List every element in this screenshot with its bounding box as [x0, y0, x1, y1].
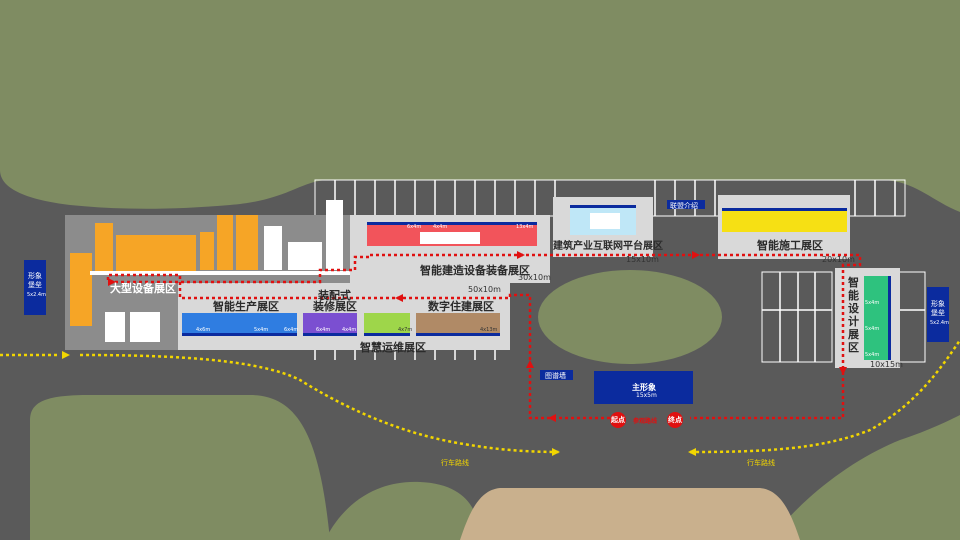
smart-design-label: 智能设计展区: [848, 276, 859, 354]
booth-size-sc-a: 6x4m: [407, 224, 422, 230]
sc-booth-band: [367, 222, 537, 225]
smart-ops-label: 智慧运维展区: [360, 341, 426, 354]
scn-booth-band: [722, 208, 847, 211]
image-fort-right-size: 5x2.4m: [930, 320, 949, 326]
booth-size-sd-b: 5x4m: [865, 326, 880, 332]
image-fort-left-label: 形象 堡垒: [28, 272, 42, 289]
booth-size-pf-b: 4x4m: [342, 327, 357, 333]
image-fort-right-block: [927, 287, 949, 342]
divider-strip: [90, 271, 350, 275]
route-end-label: 终点: [668, 416, 682, 424]
center-grass: [538, 270, 722, 364]
dh-booth-tan-band: [416, 333, 500, 336]
sd-booth-band: [888, 276, 891, 360]
booth-size-sp-b: 5x4m: [254, 327, 269, 333]
scn-booth: [722, 208, 847, 232]
dh-booth-tan: [416, 313, 500, 335]
ip-booth-white: [590, 213, 620, 229]
main-image-label: 主形象: [632, 383, 656, 392]
pf-booth: [303, 313, 357, 335]
smart-construction-equipment-size: 30x10m: [518, 273, 551, 282]
route-start-dot: [610, 412, 626, 428]
booth-size-dh-a: 4x7m: [398, 327, 413, 333]
drive-arrows: [62, 351, 696, 456]
booth-size-sp-a: 4x6m: [196, 327, 211, 333]
digital-housing-size: 50x10m: [468, 285, 501, 294]
prefab-label-line1: 装配式: [318, 289, 351, 302]
route-arrows: [108, 251, 847, 422]
booth-size-sd-a: 5x4m: [865, 300, 880, 306]
large-equipment-white-blocks: [105, 200, 343, 342]
drive-route-right: [689, 339, 960, 454]
poster-wall-label: 图谱墙: [545, 372, 566, 380]
north-grass: [0, 0, 960, 212]
smart-construction-size: 20x10m: [822, 255, 855, 264]
dh-booth-green: [364, 313, 410, 335]
internet-platform-label: 建筑产业互联网平台展区: [553, 241, 663, 252]
booth-size-sc-c: 13x4m: [516, 224, 534, 230]
south-grass: [325, 481, 480, 540]
booth-size-dh-b: 4x13m: [480, 327, 498, 333]
digital-housing-label: 数字住建展区: [428, 300, 494, 313]
sd-booth: [864, 276, 890, 360]
poster-wall-block: [540, 370, 573, 380]
smart-production-label: 智能生产展区: [213, 300, 279, 313]
booth-size-sp-c: 6x4m: [284, 327, 299, 333]
visit-route: [106, 253, 862, 420]
drive-route-left: [0, 353, 561, 454]
image-fort-left-block: [24, 260, 46, 315]
route-name-label: 参观路线: [633, 418, 658, 425]
route-end-dot: [667, 412, 683, 428]
image-fort-right-label: 形象 堡垒: [931, 300, 945, 317]
main-image-block: [594, 371, 693, 404]
intro-block: [667, 200, 705, 209]
sp-booth: [182, 313, 297, 335]
dh-booth-green-band: [364, 333, 410, 336]
drive-route-left-label: 行车路线: [441, 459, 469, 467]
exhibition-intro-label: 联盟介绍: [670, 202, 698, 210]
main-image-size: 15x5m: [636, 392, 657, 399]
plaza-center: [550, 488, 694, 540]
southeast-grass: [770, 415, 960, 540]
route-start-label: 起点: [611, 416, 625, 424]
large-equipment-label: 大型设备展区: [110, 282, 176, 295]
large-equipment-booths: [70, 215, 258, 326]
image-fort-left-size: 5x2.4m: [27, 292, 46, 298]
booth-size-pf-a: 6x4m: [316, 327, 331, 333]
drive-route-right-label: 行车路线: [747, 459, 775, 467]
internet-platform-size: 15x10m: [626, 255, 659, 264]
ip-booth-band: [570, 205, 636, 208]
sp-booth-band: [182, 333, 297, 336]
smart-construction-label: 智能施工展区: [757, 239, 823, 252]
smart-design-size: 10x15m: [870, 360, 903, 369]
pf-booth-band: [303, 333, 357, 336]
prefab-label-line2: 装修展区: [313, 300, 357, 313]
bottom-caption: 展示区: [136, 337, 152, 343]
booth-size-sc-b: 4x4m: [433, 224, 448, 230]
smart-construction-equipment-label: 智能建造设备装备展区: [420, 264, 530, 277]
sc-booth-white: [420, 232, 480, 244]
booth-size-sd-c: 5x4m: [865, 352, 880, 358]
southwest-grass: [30, 395, 330, 540]
